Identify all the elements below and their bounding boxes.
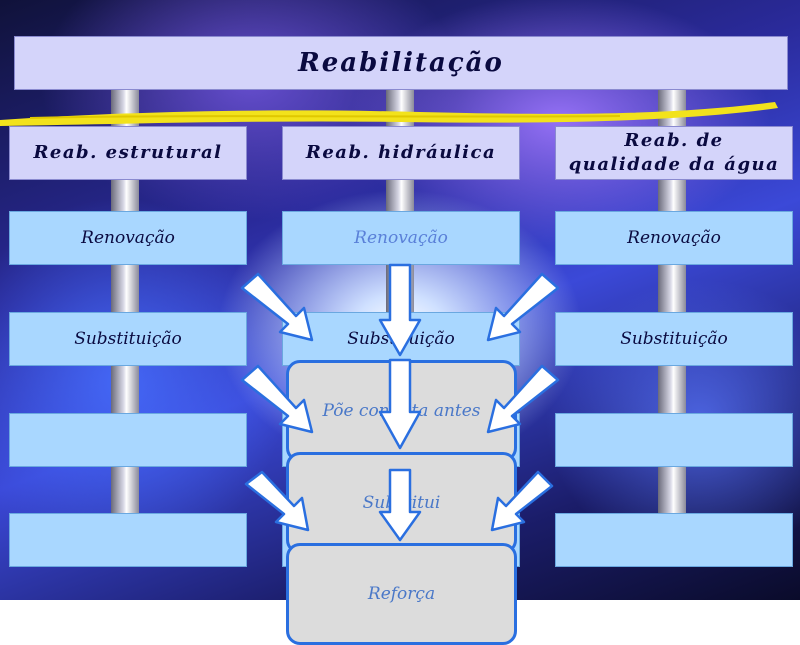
cell-water-quality-replacement: Substituição bbox=[555, 312, 793, 366]
stage-reinforce: Reforça bbox=[286, 543, 517, 645]
cell-structural-replacement: Substituição bbox=[9, 312, 247, 366]
cell-water-quality-row3 bbox=[555, 413, 793, 467]
cell-water-quality-renovation: Renovação bbox=[555, 211, 793, 265]
stage-insert-pipe: Põe conduta antes bbox=[286, 360, 517, 462]
header-hydraulic: Reab. hidráulica bbox=[282, 126, 520, 180]
header-water-quality: Reab. de qualidade da água bbox=[555, 126, 793, 180]
header-water-quality-line1: Reab. de bbox=[624, 130, 724, 151]
cell-hydraulic-renovation: Renovação bbox=[282, 211, 520, 265]
cell-water-quality-row4 bbox=[555, 513, 793, 567]
cell-structural-renovation: Renovação bbox=[9, 211, 247, 265]
header-structural-label: Reab. estrutural bbox=[33, 142, 223, 163]
header-water-quality-line2: qualidade da água bbox=[568, 154, 780, 175]
highlight-stroke bbox=[0, 102, 778, 126]
cell-hydraulic-replacement: Substituição bbox=[282, 312, 520, 366]
diagram-title: Reabilitação bbox=[14, 36, 788, 90]
stage-replace: Substitui bbox=[286, 452, 517, 554]
cell-structural-row4 bbox=[9, 513, 247, 567]
header-hydraulic-label: Reab. hidráulica bbox=[305, 142, 497, 163]
header-structural: Reab. estrutural bbox=[9, 126, 247, 180]
cell-structural-row3 bbox=[9, 413, 247, 467]
